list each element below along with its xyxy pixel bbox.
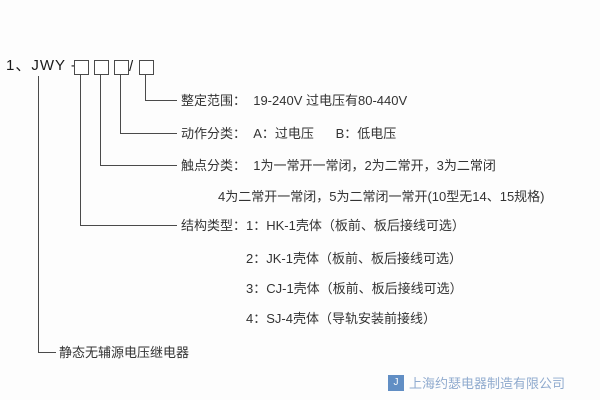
connector-line-contact-horizontal [100,165,177,166]
label-contact-class-line2: 4为二常开一常闭，5为二常闭一常开(10型无14、15规格) [218,189,545,204]
label-structure-type-line2: 2：JK-1壳体（板前、板后接线可选） [246,251,462,266]
label-structure-type-line4: 4：SJ-4壳体（导轨安装前接线） [246,311,436,326]
watermark-text: 上海约瑟电器制造有限公司 [409,376,566,391]
code-box-contact [94,60,109,75]
connector-line-contact-vertical [100,74,101,166]
connector-line-action-vertical [120,74,121,134]
connector-line-structure-vertical [80,74,81,226]
code-box-action [114,60,129,75]
connector-line-action-horizontal [120,133,177,134]
connector-line-voltage-horizontal [145,100,177,101]
model-prefix-label: 1、JWY - [6,57,83,74]
connector-line-product-horizontal [38,352,56,353]
label-action-class: 动作分类： A：过电压 B：低电压 [181,126,397,141]
label-product-name: 静态无辅源电压继电器 [59,345,190,360]
label-structure-type-line3: 3：CJ-1壳体（板前、板后接线可选） [246,281,463,296]
label-contact-class-line1: 触点分类： 1为一常开一常闭，2为二常开，3为二常闭 [181,158,496,173]
watermark-logo-icon: J [388,374,404,391]
slash-separator: / [129,58,134,75]
label-structure-type-line1: 结构类型：1：HK-1壳体（板前、板后接线可选） [181,218,465,233]
code-box-voltage [139,60,154,75]
label-setting-range: 整定范围： 19-240V 过电压有80-440V [181,93,408,108]
watermark: J 上海约瑟电器制造有限公司 [388,373,565,392]
connector-line-voltage-vertical [145,74,146,101]
code-box-structure [74,60,89,75]
connector-line-structure-horizontal [80,225,177,226]
connector-line-product-vertical [38,76,39,353]
